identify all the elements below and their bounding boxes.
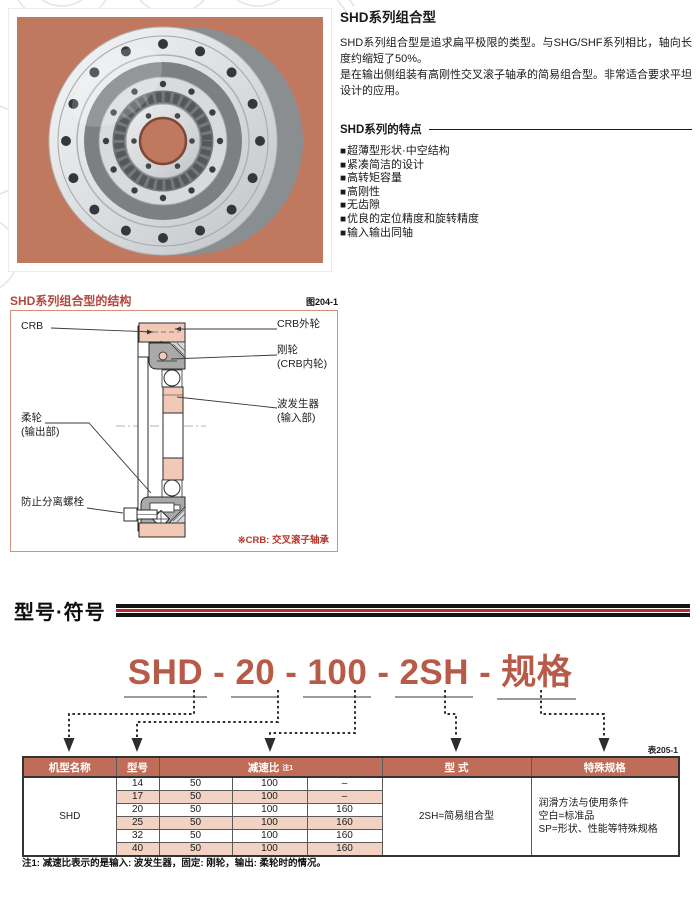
bullet-square-icon: ■	[340, 186, 347, 198]
features-list: ■超薄型形状·中空结构 ■紧凑简洁的设计 ■高转矩容量 ■高刚性 ■无齿隙 ■优…	[340, 145, 692, 240]
ratio-cell: 100	[231, 803, 308, 817]
feature-text: 超薄型形状·中空结构	[347, 145, 450, 157]
features-heading-rule	[428, 128, 692, 130]
cross-section-diagram	[45, 322, 278, 538]
ratio-cell: 160	[306, 816, 383, 830]
label-anti-separation-bolt: 防止分离螺栓	[21, 496, 84, 508]
product-photo	[17, 17, 323, 263]
feature-item: ■紧凑简洁的设计	[340, 159, 692, 173]
label-wave-generator: 波发生器 (输入部)	[277, 398, 319, 424]
feature-text: 输入输出同轴	[347, 226, 414, 239]
size-cell: 32	[115, 829, 160, 843]
table-row: 32 50 100 160	[23, 829, 679, 843]
feature-item: ■优良的定位精度和旋转精度	[340, 213, 692, 227]
feature-text: 高转矩容量	[347, 172, 403, 185]
table-row: SHD 14 50 100 – 2SH=简易组合型 润滑方法与使用条件 空白=标…	[22, 776, 680, 857]
intro-column: SHD系列组合型 SHD系列组合型是追求扁平极限的类型。与SHG/SHF系列相比…	[340, 6, 692, 240]
feature-item: ■超薄型形状·中空结构	[340, 145, 692, 159]
label-circular-spline: 刚轮 (CRB内轮)	[277, 344, 328, 370]
table-header-row: 机型名称 型号 减速比 注1 型 式 特殊规格	[22, 756, 680, 778]
ratio-cell: 160	[306, 829, 383, 843]
features-heading-label: SHD系列的特点	[340, 124, 422, 136]
ratio-cell: 100	[231, 842, 308, 857]
feature-text: 优良的定位精度和旋转精度	[347, 212, 480, 225]
bullet-square-icon: ■	[340, 227, 347, 239]
ratio-cell: 160	[306, 803, 383, 817]
table-row: 20 50 100 160	[23, 803, 679, 817]
product-photo-frame	[8, 8, 332, 272]
figure-number-label: 图204-1	[305, 297, 338, 307]
code-separator: -	[213, 653, 226, 692]
crb-footnote: ※CRB: 交叉滚子轴承	[237, 535, 329, 546]
table-row: 17 50 100 –	[23, 790, 679, 804]
structure-diagram-box: CRB CRB外轮 刚轮 (CRB内轮) 波发生器 (输入部) 柔轮 (输出部)…	[10, 310, 338, 552]
model-section-title: 型号·符号	[14, 602, 106, 624]
feature-text: 紧凑简洁的设计	[347, 158, 425, 171]
type-cell: 2SH=简易组合型	[381, 776, 532, 857]
feature-item: ■输入输出同轴	[340, 227, 692, 241]
series-title: SHD系列组合型	[340, 10, 437, 25]
harmonic-drive-gear-image	[48, 26, 303, 256]
bullet-square-icon: ■	[340, 200, 347, 212]
intro-paragraph-1: SHD系列组合型是追求扁平极限的类型。与SHG/SHF系列相比，轴向长度约缩短了…	[340, 37, 692, 65]
intro-paragraph-2: 是在输出侧组装有高刚性交叉滚子轴承的简易组合型。非常适合要求平坦设计的应用。	[340, 69, 692, 97]
header-size: 型号	[115, 756, 160, 778]
model-spec-table: 机型名称 型号 减速比 注1 型 式 特殊规格 SHD 14 50 100 – …	[22, 756, 681, 857]
structure-title: SHD系列组合型的结构	[10, 294, 132, 308]
bullet-square-icon: ■	[340, 146, 347, 157]
code-separator: -	[377, 653, 390, 692]
ratio-cell: 160	[306, 842, 383, 857]
model-name-cell: SHD	[22, 776, 117, 857]
bullet-square-icon: ■	[340, 159, 347, 171]
bullet-square-icon: ■	[340, 173, 347, 185]
label-flexspline: 柔轮 (输出部)	[21, 412, 60, 438]
feature-item: ■高转矩容量	[340, 172, 692, 186]
header-type: 型 式	[381, 756, 532, 778]
model-number-code: SHD - 20 - 100 - 2SH - 规格	[0, 644, 700, 700]
code-type: 2SH	[395, 653, 474, 698]
feature-text: 无齿隙	[347, 199, 381, 212]
section-title-bar	[115, 604, 690, 617]
label-crb: CRB	[21, 320, 44, 332]
code-ratio: 100	[303, 653, 372, 698]
size-cell: 14	[115, 776, 160, 791]
ratio-cell: 50	[158, 803, 233, 817]
ratio-cell: 50	[158, 829, 233, 843]
header-special-spec: 特殊规格	[530, 756, 680, 778]
table-row: 40 50 100 160	[23, 842, 679, 857]
bullet-square-icon: ■	[340, 213, 347, 225]
code-spec: 规格	[497, 644, 577, 700]
header-model-name: 机型名称	[22, 756, 117, 778]
feature-item: ■高刚性	[340, 186, 692, 200]
label-crb-outer-ring: CRB外轮	[277, 318, 321, 330]
ratio-note-ref: 注1	[282, 764, 294, 772]
code-separator: -	[285, 653, 298, 692]
code-separator: -	[479, 653, 492, 692]
ratio-cell: 100	[231, 776, 308, 791]
feature-text: 高刚性	[347, 185, 381, 198]
size-cell: 20	[115, 803, 160, 817]
code-series: SHD	[123, 653, 208, 698]
special-spec-cell: 润滑方法与使用条件 空白=标准品 SP=形状、性能等特殊规格	[530, 776, 680, 857]
ratio-cell: 50	[158, 842, 233, 857]
code-size: 20	[231, 653, 280, 698]
model-section-heading: 型号·符号	[14, 596, 690, 625]
feature-item: ■无齿隙	[340, 199, 692, 213]
structure-section-heading: SHD系列组合型的结构 图204-1	[10, 292, 338, 309]
header-reduction-ratio: 减速比 注1	[158, 756, 383, 778]
ratio-cell: 50	[158, 816, 233, 830]
size-cell: 40	[115, 842, 160, 857]
ratio-cell: –	[306, 776, 383, 791]
features-heading: SHD系列的特点	[340, 121, 692, 137]
ratio-cell: 100	[231, 790, 308, 804]
size-cell: 17	[115, 790, 160, 804]
ratio-cell: 50	[158, 776, 233, 791]
ratio-cell: 100	[231, 829, 308, 843]
table-footnote: 注1: 减速比表示的是输入: 波发生器，固定: 刚轮，输出: 柔轮时的情况。	[22, 858, 326, 869]
ratio-cell: –	[306, 790, 383, 804]
table-number-label: 表205-1	[647, 745, 678, 755]
ratio-cell: 100	[231, 816, 308, 830]
size-cell: 25	[115, 816, 160, 830]
ratio-cell: 50	[158, 790, 233, 804]
